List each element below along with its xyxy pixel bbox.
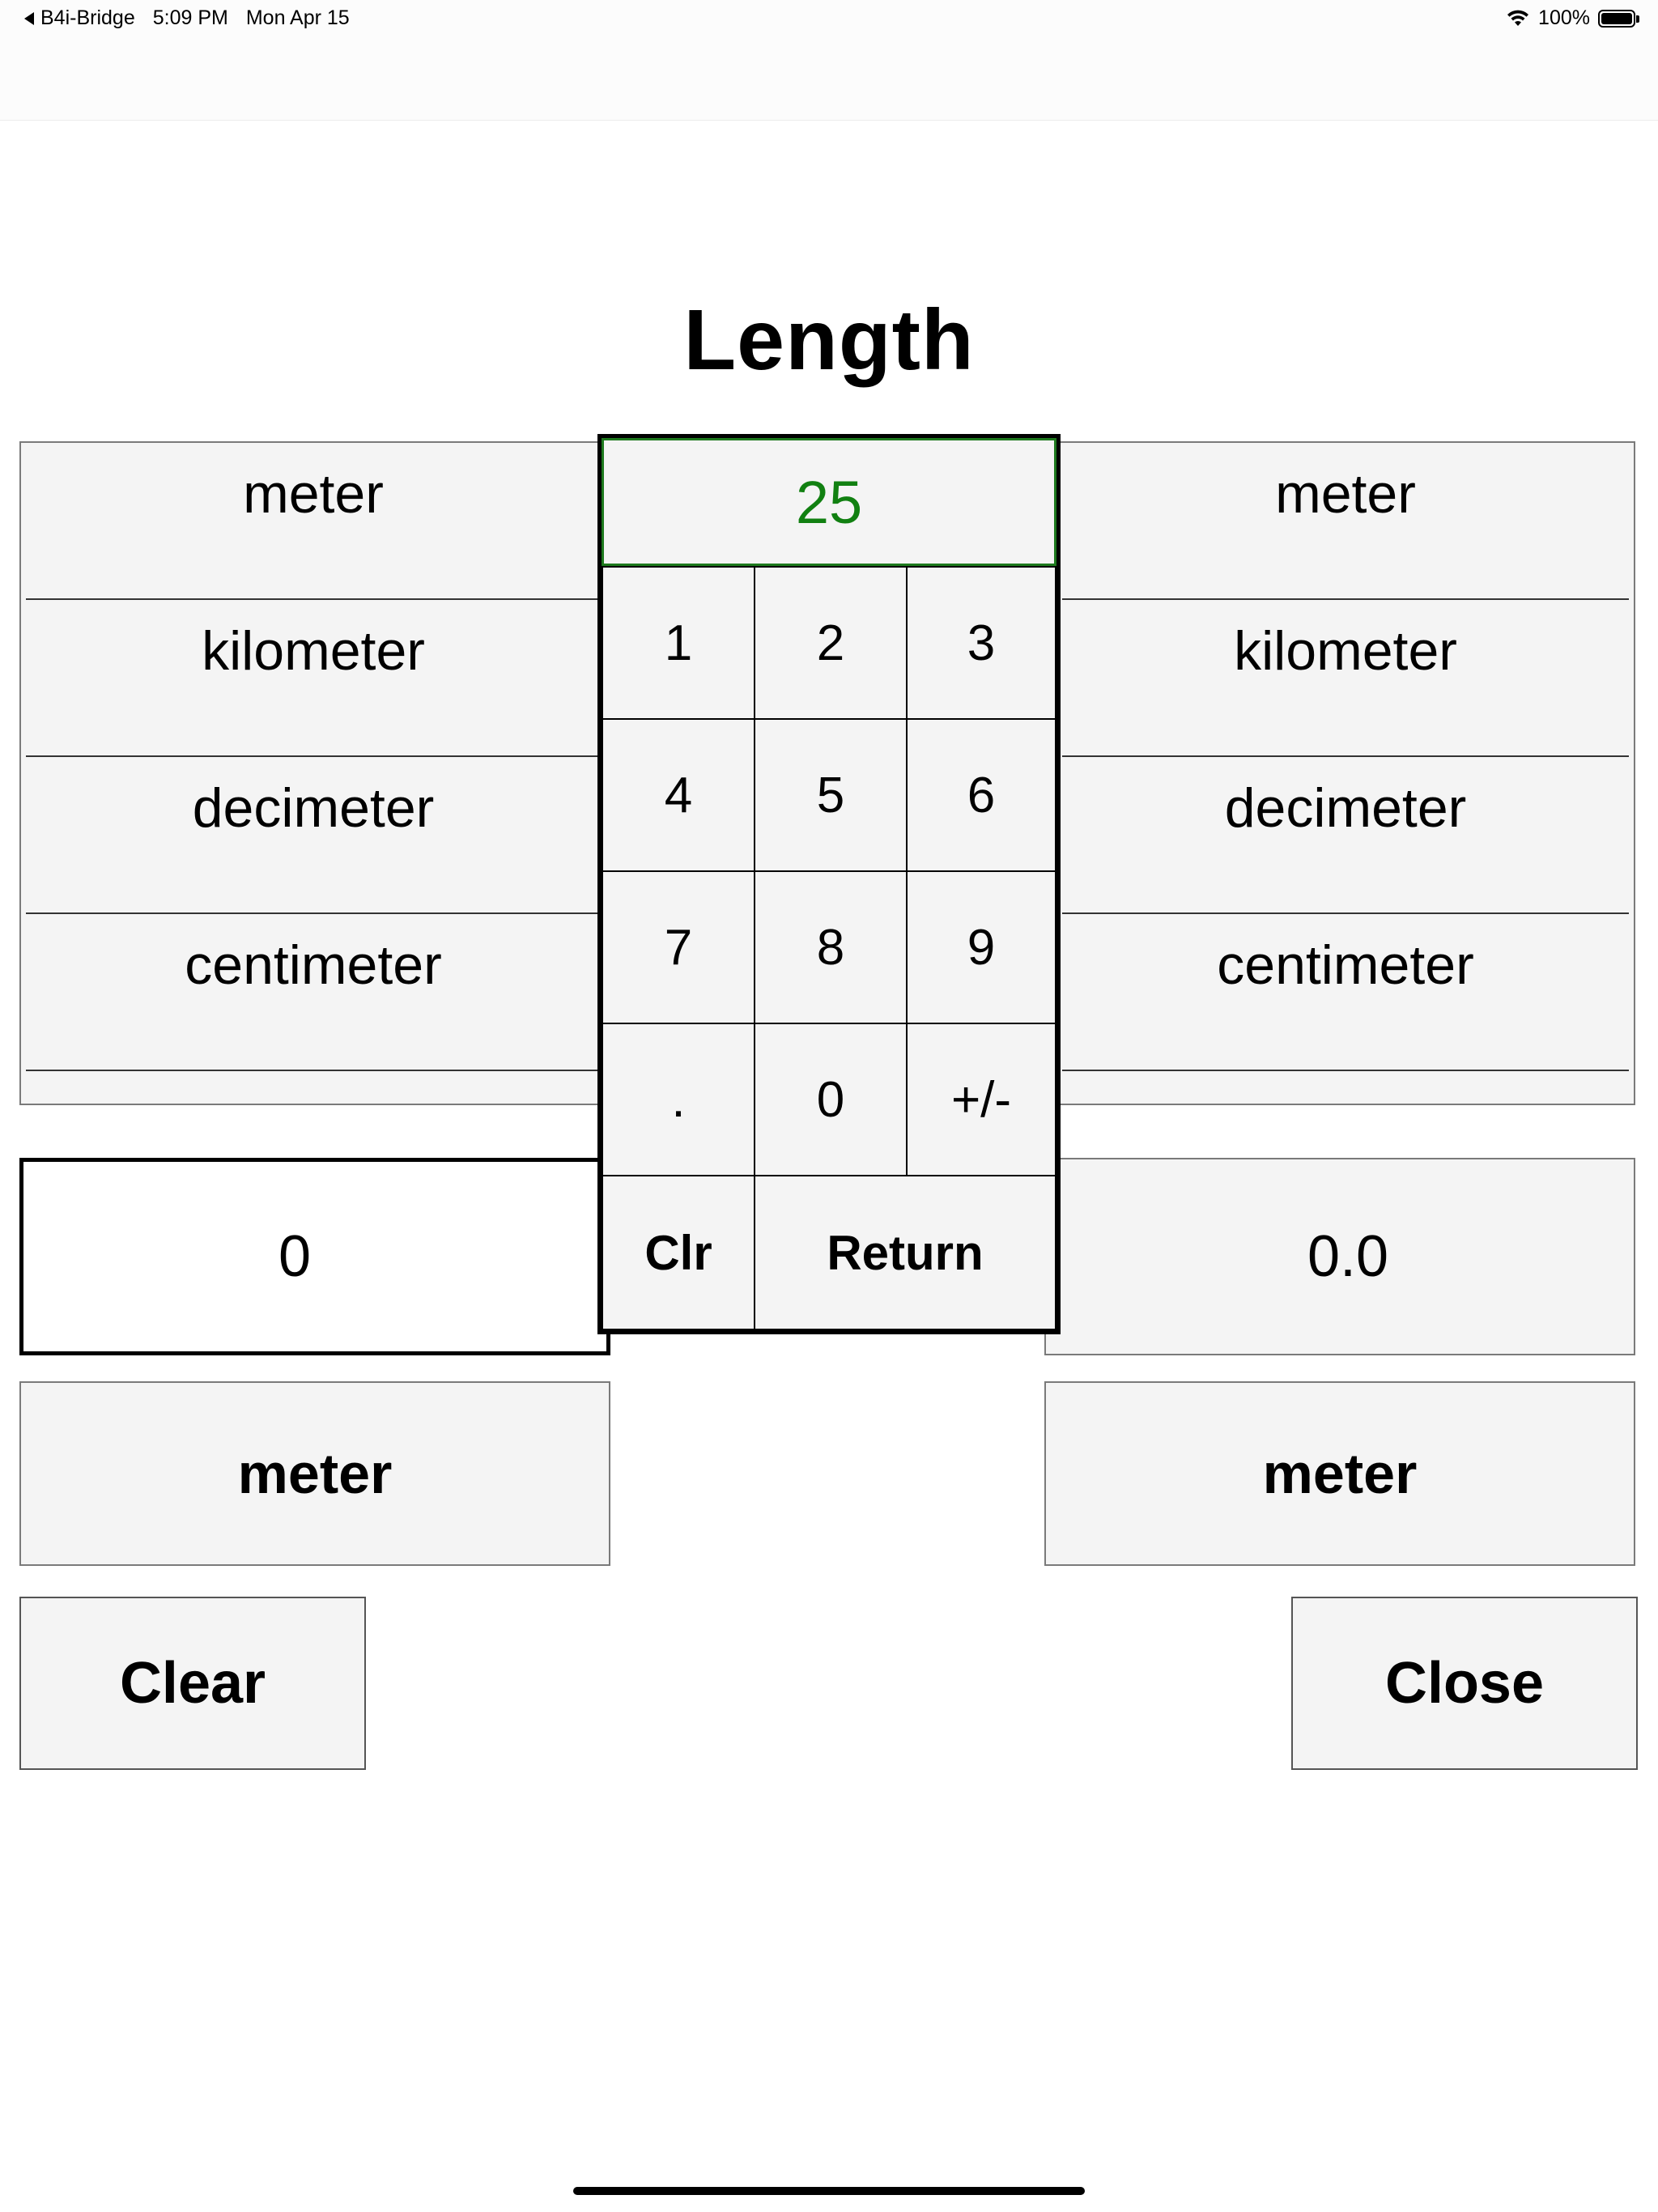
status-bar: B4i-Bridge 5:09 PM Mon Apr 15 100% xyxy=(0,0,1658,121)
status-left: B4i-Bridge 5:09 PM Mon Apr 15 xyxy=(24,6,350,30)
picker-item-kilometer[interactable]: kilometer xyxy=(26,600,601,757)
battery-icon xyxy=(1598,9,1639,28)
status-date: Mon Apr 15 xyxy=(245,6,350,29)
clear-button[interactable]: Clear xyxy=(19,1597,366,1770)
result-value-field: 0.0 xyxy=(1044,1158,1635,1355)
keypad-display: 25 xyxy=(602,438,1056,566)
picker-item-kilometer[interactable]: kilometer xyxy=(1062,600,1629,757)
status-time: 5:09 PM xyxy=(152,6,228,29)
from-unit-picker[interactable]: meter kilometer decimeter centimeter xyxy=(19,441,610,1105)
wifi-icon xyxy=(1507,10,1529,26)
status-right: 100% xyxy=(1506,6,1639,30)
input-value-field[interactable]: 0 xyxy=(19,1158,610,1355)
key-clr[interactable]: Clr xyxy=(602,1175,755,1330)
key-2[interactable]: 2 xyxy=(754,566,908,720)
key-5[interactable]: 5 xyxy=(754,718,908,872)
back-arrow-icon xyxy=(24,11,34,25)
to-unit-button[interactable]: meter xyxy=(1044,1381,1635,1566)
picker-item-centimeter[interactable]: centimeter xyxy=(26,914,601,1071)
back-app-name: B4i-Bridge xyxy=(40,6,135,29)
key-1[interactable]: 1 xyxy=(602,566,755,720)
numeric-keypad: 25 1 2 3 4 5 6 7 8 9 . 0 +/- Clr Return xyxy=(597,434,1061,1334)
key-9[interactable]: 9 xyxy=(906,870,1056,1024)
page-title: Length xyxy=(683,292,975,388)
key-plus-minus[interactable]: +/- xyxy=(906,1023,1056,1176)
key-return[interactable]: Return xyxy=(754,1175,1056,1330)
picker-item-centimeter[interactable]: centimeter xyxy=(1062,914,1629,1071)
picker-item-decimeter[interactable]: decimeter xyxy=(1062,757,1629,914)
key-0[interactable]: 0 xyxy=(754,1023,908,1176)
back-to-app[interactable]: B4i-Bridge xyxy=(24,6,135,30)
to-unit-picker[interactable]: meter kilometer decimeter centimeter xyxy=(1044,441,1635,1105)
key-3[interactable]: 3 xyxy=(906,566,1056,720)
key-6[interactable]: 6 xyxy=(906,718,1056,872)
close-button[interactable]: Close xyxy=(1291,1597,1638,1770)
key-decimal[interactable]: . xyxy=(602,1023,755,1176)
key-7[interactable]: 7 xyxy=(602,870,755,1024)
key-8[interactable]: 8 xyxy=(754,870,908,1024)
battery-percent: 100% xyxy=(1538,6,1590,29)
key-4[interactable]: 4 xyxy=(602,718,755,872)
picker-item-meter[interactable]: meter xyxy=(1062,443,1629,600)
home-indicator xyxy=(573,2187,1085,2195)
from-unit-button[interactable]: meter xyxy=(19,1381,610,1566)
picker-item-meter[interactable]: meter xyxy=(26,443,601,600)
picker-item-decimeter[interactable]: decimeter xyxy=(26,757,601,914)
